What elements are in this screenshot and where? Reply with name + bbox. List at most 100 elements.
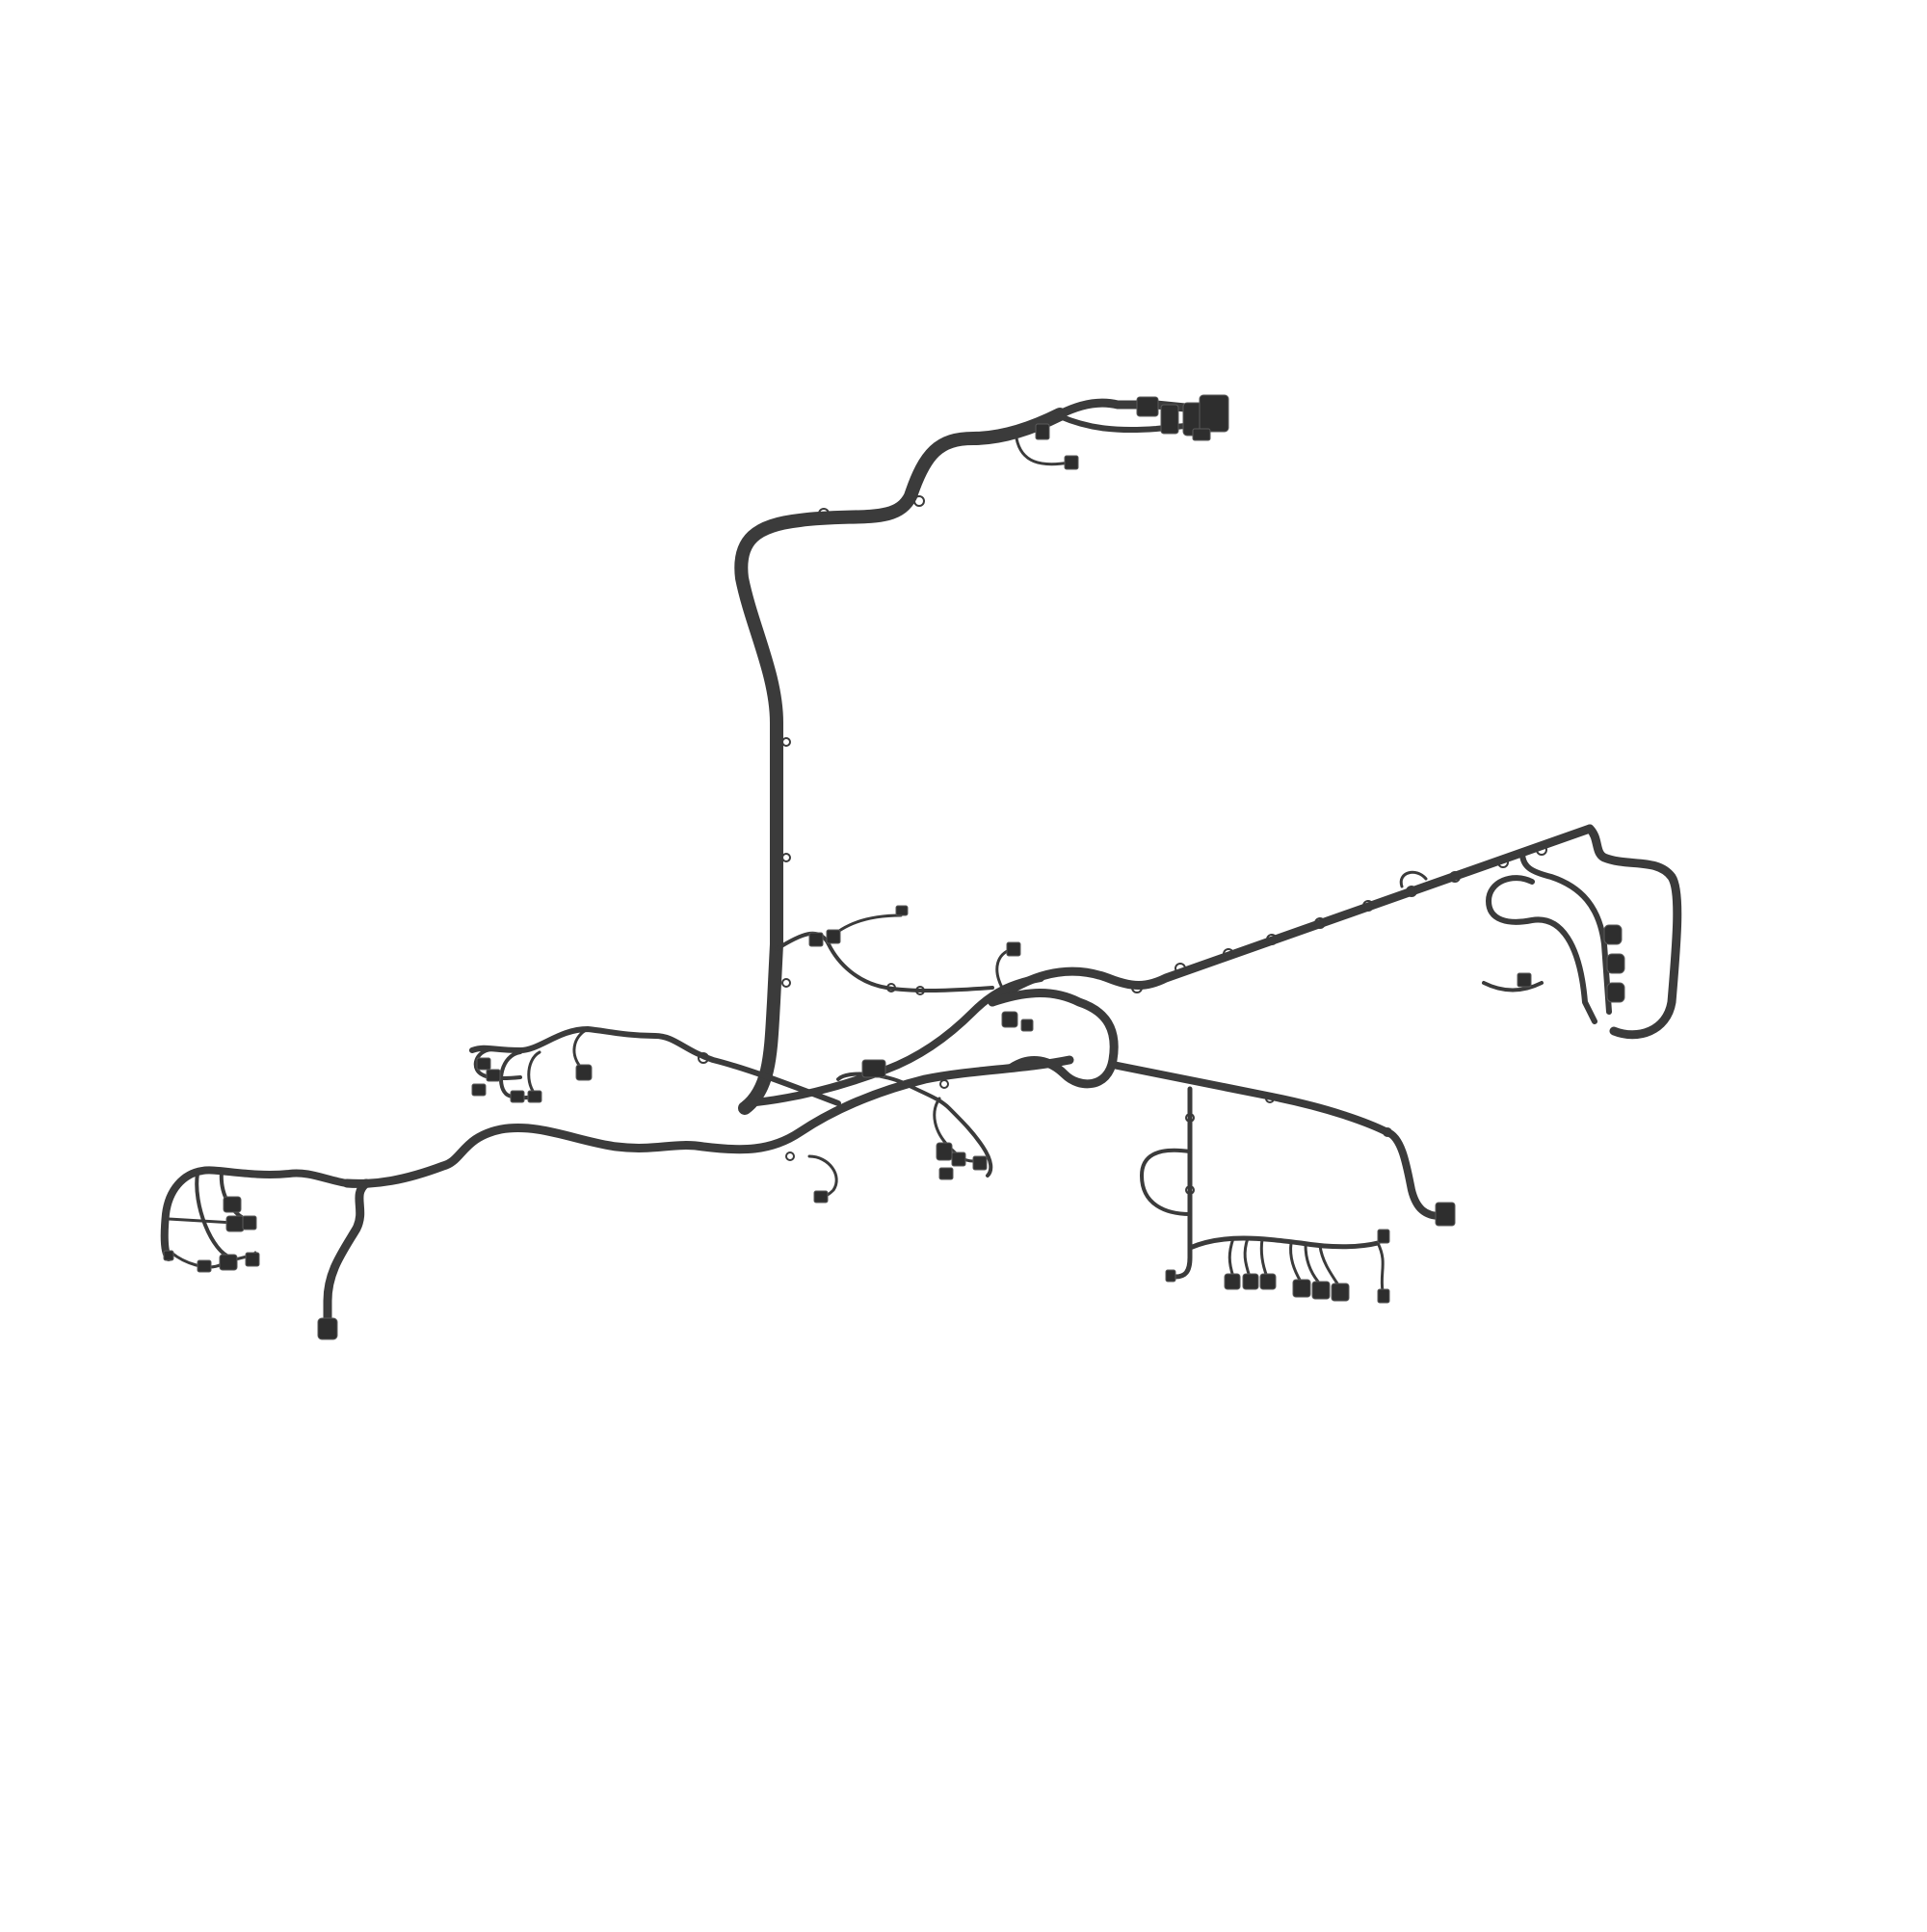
center-cross (743, 974, 1044, 1204)
right-end-loop (1585, 824, 1682, 1040)
fan-out-bar (1187, 1235, 1381, 1251)
clip-icon (785, 1151, 795, 1161)
clip-icon (1131, 982, 1143, 993)
connector-icon (1165, 1269, 1176, 1283)
clip-icon (1362, 900, 1374, 912)
connector-icon (1020, 1019, 1034, 1032)
top-branch-lower (1057, 413, 1207, 434)
connector-icon (1606, 982, 1625, 1003)
connector-icon (223, 1196, 242, 1213)
upper-left-trunk (469, 1026, 841, 1106)
clip-icon (1223, 948, 1234, 960)
fan-wire (1304, 1243, 1320, 1284)
connector-icon (163, 1250, 174, 1261)
fan-wire (1318, 1244, 1339, 1285)
fan-wire (1376, 1241, 1385, 1293)
connector-icon (1292, 1279, 1311, 1298)
upper-left-fan (499, 1050, 537, 1100)
top-connector-cluster (1035, 394, 1229, 470)
small-drop-wire (1399, 870, 1428, 888)
top-branch (1055, 398, 1209, 419)
clip-icon (781, 853, 791, 862)
lower-right-trunk (1109, 1061, 1391, 1136)
connector-icon (1035, 423, 1050, 440)
connector-icon (1377, 1288, 1390, 1304)
clip-icon (1383, 1127, 1392, 1137)
connector-icon (1199, 394, 1229, 433)
connector-icon (1517, 972, 1532, 988)
connector-icon (510, 1090, 525, 1103)
center-knot (160, 1055, 1074, 1340)
clip-icon (886, 983, 896, 992)
lower-trunk-to-left (342, 1055, 1074, 1188)
connector-icon (1259, 1273, 1277, 1290)
connector-icon (808, 932, 824, 947)
fan-wire (1243, 1236, 1252, 1279)
connector-icon (486, 1069, 501, 1082)
clip-icon (1449, 871, 1461, 883)
connector-icon (219, 1254, 238, 1271)
clip-icon (1266, 934, 1278, 945)
connector-icon (972, 1155, 988, 1171)
upper-left-branch (469, 1026, 841, 1106)
center-junction (988, 989, 1456, 1227)
side-loop (1140, 1148, 1192, 1216)
fan-wire (1227, 1236, 1235, 1279)
upper-trunk (734, 398, 1209, 1115)
left-fan-wire (195, 1172, 233, 1259)
clip-icon (939, 1079, 949, 1089)
connector-icon (317, 1317, 338, 1340)
connector-icon (1160, 404, 1179, 435)
connector-icon (1331, 1283, 1350, 1302)
vertical-trunk-segment (734, 408, 1067, 1115)
clip-icon (1185, 1185, 1195, 1195)
top-drop-wire (1015, 437, 1071, 466)
connector-icon (1603, 924, 1623, 945)
connector-icon (1606, 953, 1625, 974)
connector-icon (1192, 428, 1211, 441)
connector-icon (575, 1064, 593, 1081)
clip-icon (915, 986, 925, 995)
connector-icon (861, 1059, 886, 1078)
connector-icon (1311, 1281, 1331, 1300)
vertical-sub-branch (1173, 1086, 1193, 1280)
connector-icon (1001, 1011, 1018, 1028)
connector-icon (1006, 941, 1021, 957)
middle-upper-branch (775, 905, 1034, 1032)
clip-icon (1314, 917, 1326, 929)
clip-icon (1265, 1094, 1275, 1103)
right-drop-wire (1482, 981, 1544, 992)
lower-right-drop (1384, 1128, 1444, 1220)
left-drop-to-end (323, 1178, 371, 1330)
connector-icon (1242, 1273, 1259, 1290)
fan-wire (1259, 1237, 1269, 1279)
lower-center-branch (1140, 1086, 1390, 1304)
clip-icon (913, 495, 925, 507)
left-fan-wire (170, 1251, 257, 1269)
connector-icon (225, 1215, 245, 1232)
connector-icon (895, 905, 909, 916)
clip-icon (781, 978, 791, 988)
connector-icon (1435, 1202, 1456, 1227)
connector-icon (813, 1190, 829, 1204)
upper-left-fan (572, 1027, 590, 1072)
connector-icon (938, 1167, 954, 1180)
right-trunk (988, 824, 1595, 1007)
connector-icon (476, 1057, 491, 1071)
connector-icon (1224, 1273, 1241, 1290)
clip-icon (1185, 1113, 1195, 1123)
connector-icon (1136, 396, 1159, 417)
right-inner-loop-1 (1519, 850, 1612, 1015)
fan-wire (1289, 1241, 1303, 1284)
clip-icon (1536, 844, 1547, 856)
connector-icon (1377, 1229, 1390, 1244)
clip-icon (1406, 886, 1417, 897)
right-branch (988, 824, 1682, 1040)
clip-icon (698, 1052, 709, 1064)
clip-icon (1175, 963, 1186, 974)
connector-icon (1064, 455, 1079, 470)
connector-icon (951, 1151, 966, 1167)
right-inner-loop-2 (1486, 875, 1597, 1024)
center-cross-trunk (743, 974, 1044, 1107)
